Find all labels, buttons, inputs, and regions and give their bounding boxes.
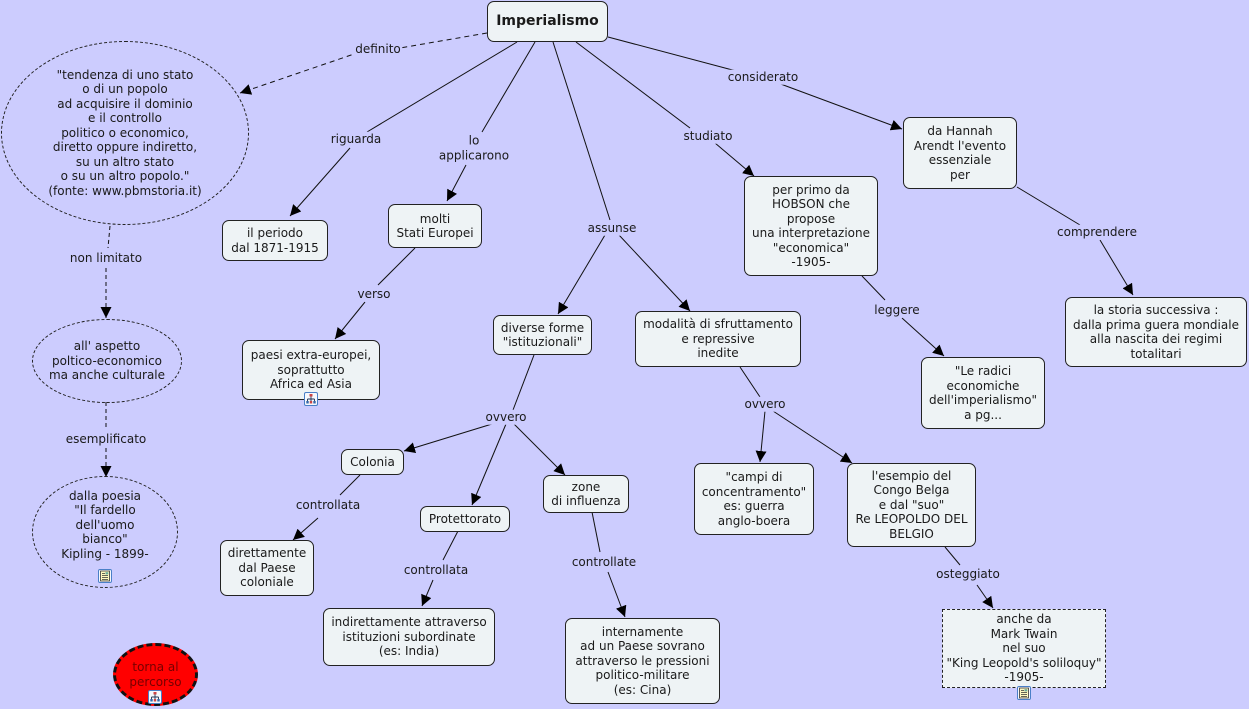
link-line-ovvero-congo [772,410,853,464]
link-label-verso: verso [356,286,392,302]
link-label-riguarda: riguarda [329,131,383,147]
link-label-non-limitato: non limitato [68,250,144,266]
link-line-assunse-left [557,234,606,315]
link-line-riguarda [366,41,518,133]
link-line-lo-applicarono [481,41,536,133]
link-line-controllate [591,511,601,553]
link-line-assunse [552,41,611,221]
concept-institutional-forms[interactable]: diverse forme "istituzionali" [493,315,592,355]
link-line-controllata-colonia-arrow [292,517,319,541]
link-line-ovvero-protettorato [471,423,507,506]
link-line-ovvero-colonia [403,423,493,454]
link-label-controllate: controllate [570,554,638,570]
link-line-controllata-protettorato-arrow [421,579,434,607]
link-label-studiato: studiato [682,128,734,144]
submap-icon[interactable] [304,392,318,406]
link-line-controllata-protettorato [442,530,459,561]
link-label-lo-applicarono: lo applicarono [437,133,511,163]
link-line-considerato-arrow [777,82,903,131]
link-label-considerato: considerato [726,69,800,85]
submap-icon[interactable] [148,690,162,704]
link-line-comprendere-arrow [1099,239,1134,296]
link-line-osteggiato-arrow [976,584,994,609]
document-icon[interactable] [98,569,112,583]
concept-european-states[interactable]: molti Stati Europei [388,204,482,248]
concept-mark-twain[interactable]: anche da Mark Twain nel suo "King Leopol… [942,609,1106,688]
link-line-definito-arrow [239,51,361,95]
concept-direct-control[interactable]: direttamente dal Paese coloniale [220,540,314,596]
link-line-studiato-arrow [714,142,755,177]
link-line-assunse-right [618,234,691,312]
link-line-lo-applicarono-arrow [446,164,467,202]
concept-arendt[interactable]: da Hannah Arendt l'evento essenziale per [903,117,1017,189]
link-line-comprendere [1016,186,1081,226]
link-label-esemplificato: esemplificato [64,431,148,447]
concept-history[interactable]: la storia successiva : dalla prima guera… [1065,297,1247,367]
link-label-ovvero-forms: ovvero [484,409,528,425]
concept-concentration-camps[interactable]: "campi di concentramento" es: guerra ang… [694,463,814,535]
concept-root-imperialismo[interactable]: Imperialismo [487,1,608,42]
concept-hobson[interactable]: per primo da HOBSON che propose una inte… [744,176,878,276]
link-line-controllata-colonia [339,474,361,496]
concept-colonia[interactable]: Colonia [341,449,404,475]
link-label-assunse: assunse [586,220,638,236]
link-line-riguarda-arrow [289,147,351,217]
concept-definition[interactable]: "tendenza di uno stato o di un popolo ad… [1,41,249,225]
link-line-ovvero-zone [513,423,566,476]
link-label-comprendere: comprendere [1056,224,1138,240]
concept-extra-european[interactable]: paesi extra-europei, soprattutto Africa … [242,340,380,400]
link-line-non-limitato [107,225,111,249]
concept-congo[interactable]: l'esempio del Congo Belga e dal "suo" Re… [847,463,976,547]
link-line-verso [377,247,416,286]
link-line-leggere [861,275,886,301]
concept-indirect-control[interactable]: indirettamente attraverso istituzioni su… [323,608,495,666]
link-label-definito: definito [354,41,402,57]
concept-internal-control[interactable]: internamente ad un Paese sovrano attrave… [565,618,720,704]
concept-exploitation[interactable]: modalità di sfruttamento e repressive in… [635,311,801,367]
concept-protettorato[interactable]: Protettorato [420,506,510,532]
link-line-osteggiato [944,546,961,566]
link-line-ovvero-forms [512,354,535,411]
link-label-controllata-protettorato: controllata [402,562,470,578]
link-line-ovvero-modes [739,366,761,398]
concept-period[interactable]: il periodo dal 1871-1915 [222,220,328,261]
link-line-definito [399,32,488,49]
link-label-leggere: leggere [873,302,921,318]
link-label-ovvero-modes: ovvero [743,396,787,412]
link-label-osteggiato: osteggiato [935,566,1001,582]
concept-radici[interactable]: "Le radici economiche dell'imperialismo"… [921,357,1045,429]
concept-kipling[interactable]: dalla poesia "Il fardello dell'uomo bian… [32,476,178,588]
link-line-controllate-arrow [607,571,627,618]
document-icon[interactable] [1017,686,1031,700]
link-line-studiato [575,41,691,129]
link-line-ovvero-camps [755,410,767,463]
concept-zone-influenza[interactable]: zone di influenza [543,475,629,513]
link-line-verso-arrow [334,301,366,340]
concept-cultural-aspect[interactable]: all' aspetto poltico-economico ma anche … [32,319,182,403]
link-line-considerato [607,36,741,73]
link-label-controllata-colonia: controllata [294,497,362,513]
link-line-leggere-arrow [901,317,945,357]
